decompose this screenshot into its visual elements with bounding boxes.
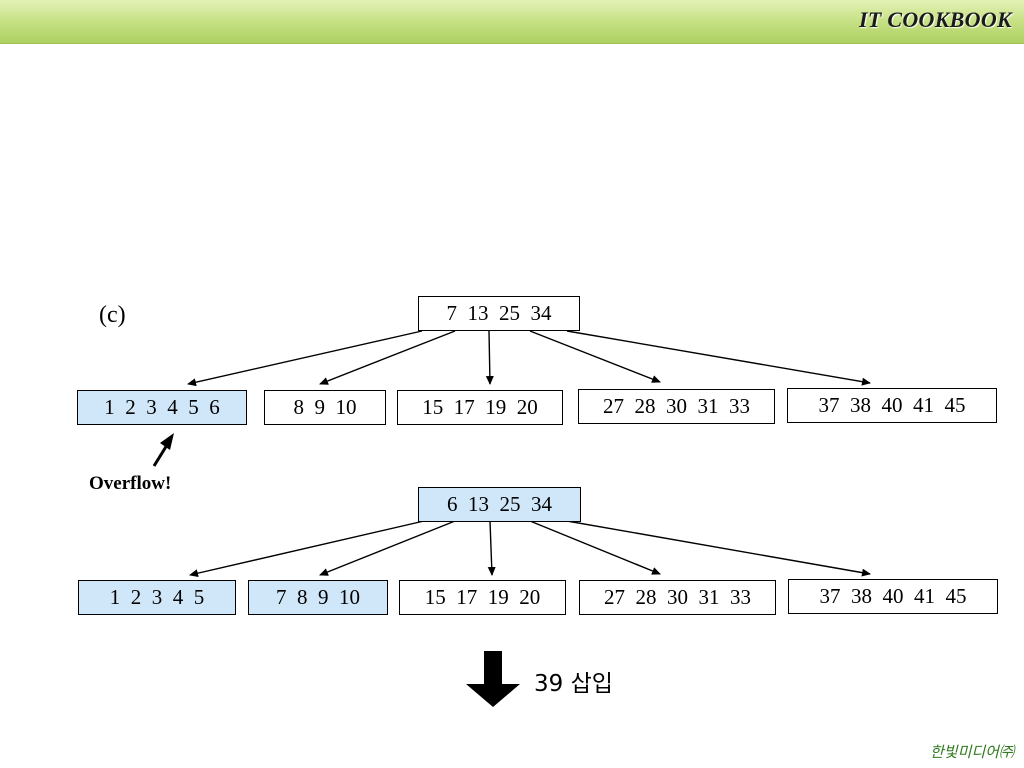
tree2-child-node-2: 7 8 9 10 <box>248 580 388 615</box>
down-arrow-icon <box>466 651 520 707</box>
edge-t2-c4 <box>529 520 661 575</box>
tree1-root-node: 7 13 25 34 <box>418 296 580 331</box>
tree1-child-node-3: 15 17 19 20 <box>397 390 563 425</box>
edge-t2-c5 <box>566 520 871 577</box>
overflow-arrow <box>152 433 174 467</box>
edge-t1-c5 <box>566 330 871 386</box>
tree2-root-node: 6 13 25 34 <box>418 487 581 522</box>
tree1-child-node-2: 8 9 10 <box>264 390 386 425</box>
tree2-child-node-3: 15 17 19 20 <box>399 580 566 615</box>
edge-t2-c3 <box>487 520 496 576</box>
edge-t2-c1 <box>189 520 425 578</box>
edge-t2-c2 <box>319 520 456 576</box>
tree1-child-node-5: 37 38 40 41 45 <box>787 388 997 423</box>
tree1-child-node-1: 1 2 3 4 5 6 <box>77 390 247 425</box>
brand-title: IT COOKBOOK <box>858 7 1012 32</box>
edge-t1-c4 <box>529 330 661 383</box>
edge-t1-c1 <box>187 330 423 387</box>
overflow-label: Overflow! <box>89 473 172 494</box>
insert-step-label: 39 삽입 <box>534 671 613 697</box>
tree2-child-node-1: 1 2 3 4 5 <box>78 580 236 615</box>
edge-t1-c3 <box>485 330 494 385</box>
tree2-child-node-5: 37 38 40 41 45 <box>788 579 998 614</box>
header-bar: IT COOKBOOK <box>0 0 1024 44</box>
section-label: (c) <box>99 302 126 328</box>
tree2-child-node-4: 27 28 30 31 33 <box>579 580 776 615</box>
publisher-footer: 한빛미디어㈜ <box>929 743 1014 761</box>
edge-t1-c2 <box>319 330 456 385</box>
tree1-child-node-4: 27 28 30 31 33 <box>578 389 775 424</box>
